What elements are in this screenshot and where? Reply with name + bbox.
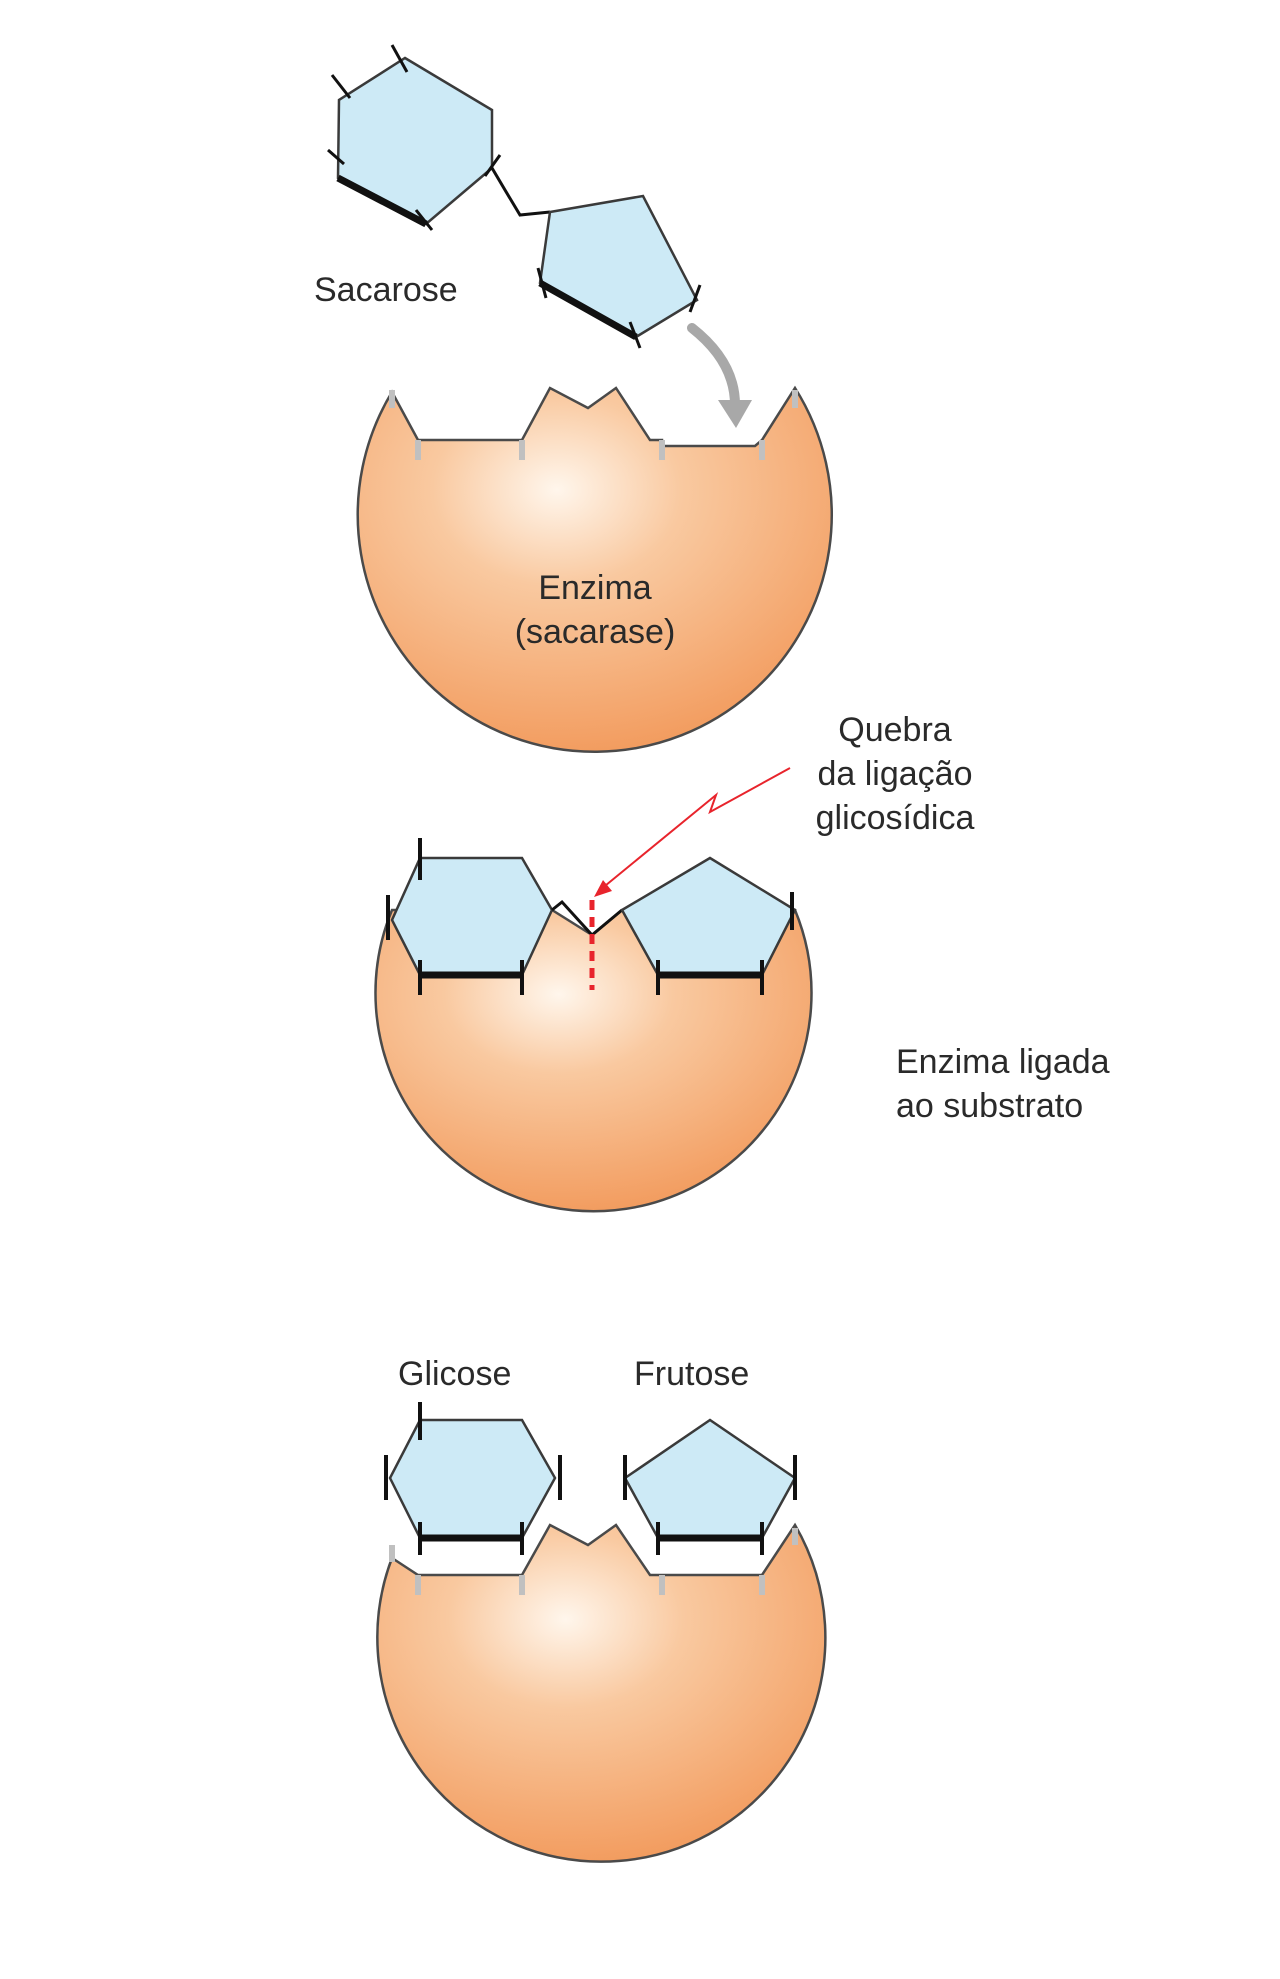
enzyme-free [356,385,833,753]
binding-arrow [687,323,752,428]
sucrose-glucose-ring [336,56,494,226]
label-sucrose: Sacarose [314,271,458,309]
label-glucose: Glicose [398,1355,512,1393]
label-fructose: Frutose [634,1355,750,1393]
enzyme-released [376,1522,827,1863]
label-enzyme-substrate: Enzima ligada ao substrato [896,1040,1110,1128]
bound-glycosidic-bond [551,899,623,938]
label-enzyme-line1: Enzima [538,569,652,607]
label-enzyme-line2: (sacarase) [514,613,676,651]
bound-fructose-ring [620,856,797,995]
released-glucose-ring [384,1402,562,1555]
bond-break-pointer [594,767,791,897]
label-enzyme-substrate-line1: Enzima ligada [896,1043,1110,1081]
enzyme-bound [374,908,813,1213]
bound-glucose-ring [386,838,554,995]
sucrose-molecule [327,44,702,349]
label-enzyme: Enzima (sacarase) [460,566,730,654]
sucrose-glycosidic-bond [490,167,551,217]
label-bond-break-line3: glicosídica [815,799,975,837]
sucrose-fructose-ring [538,194,699,339]
label-bond-break: Quebra da ligação glicosídica [790,708,1000,840]
label-enzyme-substrate-line2: ao substrato [896,1087,1084,1125]
label-bond-break-line2: da ligação [817,755,973,793]
released-fructose-ring [623,1418,797,1555]
label-bond-break-line1: Quebra [838,711,952,749]
